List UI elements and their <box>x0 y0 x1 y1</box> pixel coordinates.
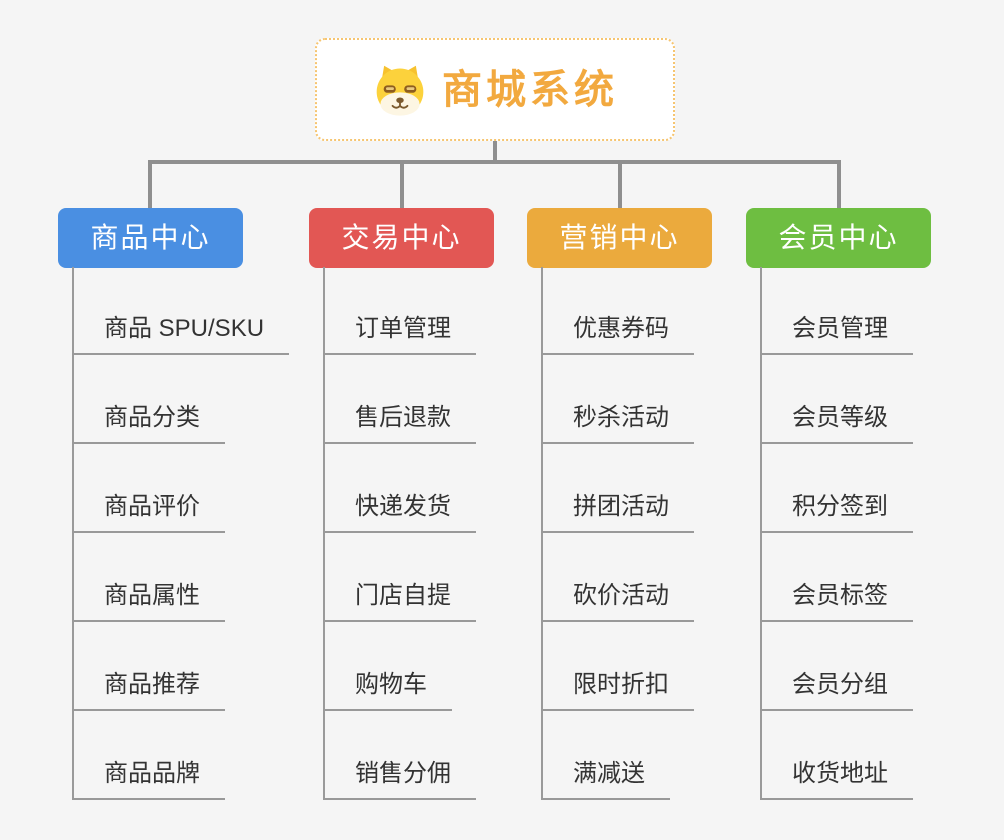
leaf-item[interactable]: 优惠券码 <box>541 312 694 355</box>
connector-drop-trade <box>400 160 404 208</box>
branch-spine-product <box>72 267 74 800</box>
leaf-item[interactable]: 商品 SPU/SKU <box>72 312 290 355</box>
leaf-item[interactable]: 收货地址 <box>760 757 913 800</box>
leaf-item[interactable]: 商品分类 <box>72 401 225 444</box>
leaf-item[interactable]: 砍价活动 <box>541 579 694 622</box>
leaf-item[interactable]: 拼团活动 <box>541 490 694 533</box>
leaf-item[interactable]: 购物车 <box>323 668 452 711</box>
branch-label: 会员中心 <box>778 222 899 253</box>
leaf-item[interactable]: 售后退款 <box>323 401 476 444</box>
root-title: 商城系统 <box>442 67 618 112</box>
leaf-item[interactable]: 商品推荐 <box>72 668 225 711</box>
leaf-item[interactable]: 会员管理 <box>760 312 913 355</box>
leaf-item[interactable]: 订单管理 <box>323 312 476 355</box>
branch-box-trade-center[interactable]: 交易中心 <box>309 208 494 268</box>
branch-label: 营销中心 <box>559 222 680 253</box>
branch-spine-member <box>760 267 762 800</box>
leaf-item[interactable]: 积分签到 <box>760 490 913 533</box>
leaf-item[interactable]: 秒杀活动 <box>541 401 694 444</box>
leaf-item[interactable]: 商品评价 <box>72 490 225 533</box>
leaf-item[interactable]: 限时折扣 <box>541 668 694 711</box>
branch-box-member-center[interactable]: 会员中心 <box>746 208 931 268</box>
branch-spine-marketing <box>541 267 543 800</box>
leaf-item[interactable]: 会员标签 <box>760 579 913 622</box>
connector-drop-member <box>837 160 841 208</box>
branch-box-product-center[interactable]: 商品中心 <box>58 208 243 268</box>
leaf-item[interactable]: 门店自提 <box>323 579 476 622</box>
branch-spine-trade <box>323 267 325 800</box>
connector-drop-product <box>148 160 152 208</box>
root-node[interactable]: 商城系统 <box>315 38 675 141</box>
leaf-item[interactable]: 快递发货 <box>323 490 476 533</box>
connector-drop-marketing <box>618 160 622 208</box>
leaf-item[interactable]: 满减送 <box>541 757 670 800</box>
leaf-item[interactable]: 商品属性 <box>72 579 225 622</box>
leaf-item[interactable]: 会员分组 <box>760 668 913 711</box>
branch-box-marketing-center[interactable]: 营销中心 <box>527 208 712 268</box>
connector-horizontal-bar <box>148 160 841 164</box>
branch-label: 交易中心 <box>341 222 462 253</box>
leaf-item[interactable]: 商品品牌 <box>72 757 225 800</box>
shiba-dog-icon <box>376 65 424 116</box>
connector-root-stem <box>493 141 497 161</box>
leaf-item[interactable]: 销售分佣 <box>323 757 476 800</box>
branch-label: 商品中心 <box>90 222 211 253</box>
leaf-item[interactable]: 会员等级 <box>760 401 913 444</box>
